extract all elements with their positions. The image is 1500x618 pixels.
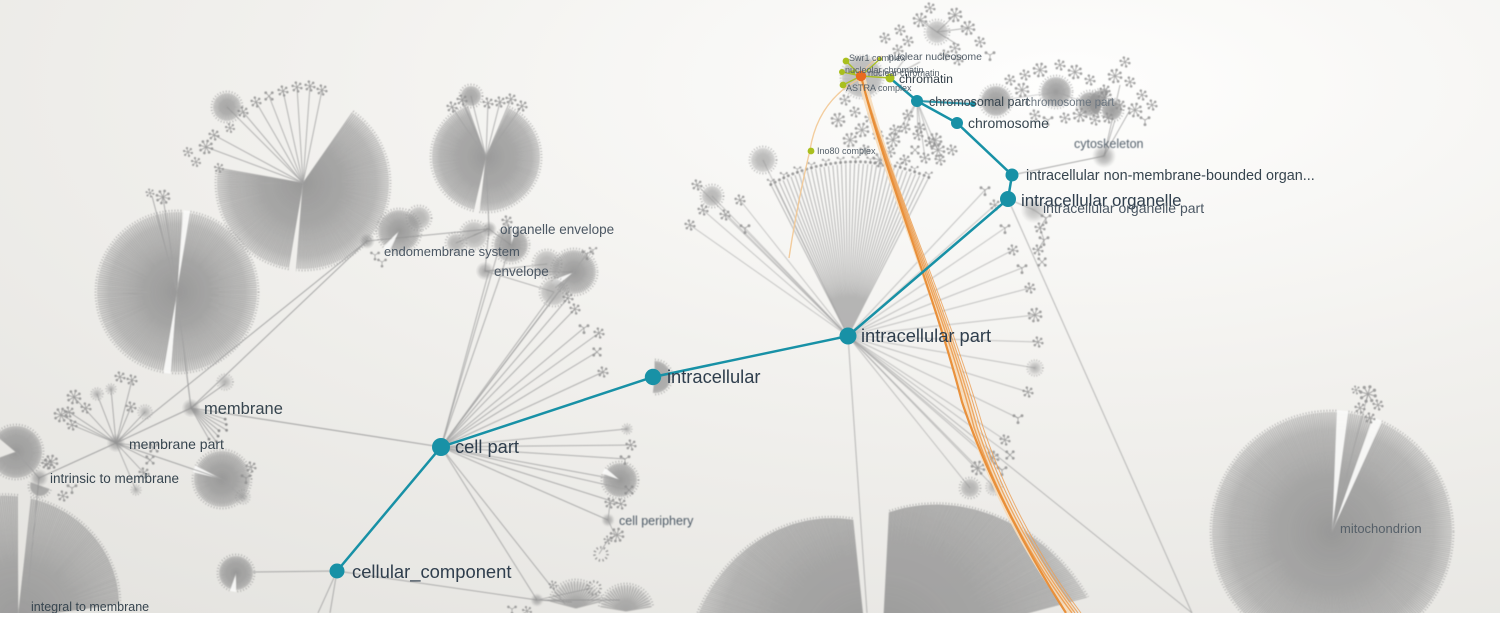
svg-text:Ino80 complex: Ino80 complex [817, 146, 876, 156]
svg-text:chromosome part: chromosome part [1025, 97, 1115, 109]
svg-text:endomembrane system: endomembrane system [384, 244, 520, 259]
svg-text:integral to membrane: integral to membrane [31, 600, 149, 613]
svg-text:Swr1 complex: Swr1 complex [849, 53, 906, 63]
svg-text:nucleolar chromatin: nucleolar chromatin [845, 65, 924, 75]
svg-text:membrane: membrane [204, 400, 283, 418]
svg-text:mitochondrion: mitochondrion [1340, 521, 1422, 536]
svg-text:intracellular non-membrane-bou: intracellular non-membrane-bounded organ… [1026, 168, 1315, 184]
svg-text:ASTRA complex: ASTRA complex [846, 83, 912, 93]
svg-text:nuclear chromatin: nuclear chromatin [868, 68, 940, 78]
svg-text:cell part: cell part [455, 436, 519, 457]
svg-text:intracellular organelle: intracellular organelle [1021, 191, 1182, 210]
svg-text:chromatin: chromatin [899, 72, 953, 86]
svg-text:chromosome: chromosome [968, 115, 1049, 131]
svg-text:membrane part: membrane part [129, 436, 224, 452]
svg-text:cytoskeleton: cytoskeleton [1074, 137, 1144, 151]
svg-text:intracellular part: intracellular part [861, 325, 991, 346]
svg-text:organelle envelope: organelle envelope [500, 222, 614, 237]
svg-text:intracellular organelle part: intracellular organelle part [1043, 200, 1204, 216]
svg-text:cellular_component: cellular_component [352, 561, 511, 583]
svg-text:nuclear nucleosome: nuclear nucleosome [888, 51, 982, 63]
svg-text:chromosomal part: chromosomal part [929, 95, 1030, 109]
svg-text:envelope: envelope [494, 264, 549, 279]
svg-text:cell periphery: cell periphery [619, 514, 694, 528]
svg-text:intracellular: intracellular [667, 366, 760, 387]
svg-text:intrinsic to membrane: intrinsic to membrane [50, 471, 179, 486]
